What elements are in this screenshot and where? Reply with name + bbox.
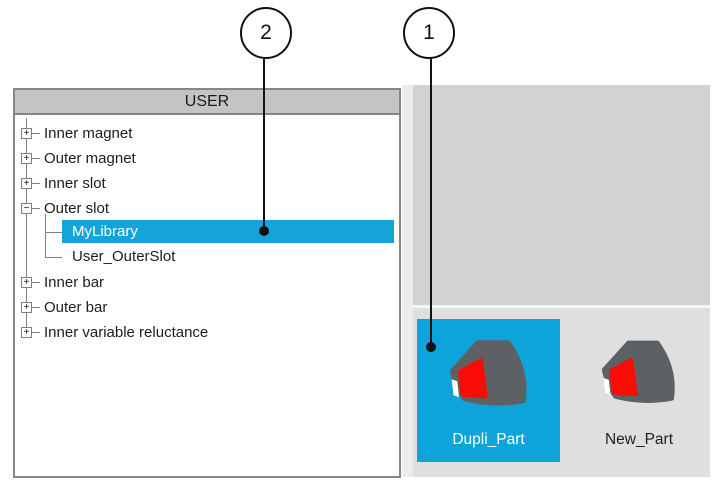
tree-item-label: Outer slot	[44, 199, 110, 217]
tree-dash	[32, 207, 40, 209]
parts-panel-divider	[413, 305, 710, 308]
library-tree: + Inner magnet + Outer magnet + Inner sl…	[15, 115, 399, 474]
expand-toggle-icon[interactable]: +	[21, 127, 32, 139]
tree-dash	[32, 331, 40, 333]
parts-panel-empty-area	[413, 85, 710, 305]
tree-item-label: Inner variable reluctance	[44, 323, 209, 341]
tree-child-line	[45, 214, 46, 258]
callout-2-dot	[259, 226, 269, 236]
callout-1-number: 1	[423, 21, 435, 44]
tree-branch-line	[45, 232, 62, 233]
library-panel: USER + Inner magnet + Outer magnet +	[13, 88, 401, 478]
collapse-toggle-icon[interactable]: −	[21, 202, 32, 214]
tree-item-outer-magnet[interactable]: + Outer magnet	[21, 146, 136, 170]
callout-2-line	[263, 59, 265, 231]
callout-1-dot	[426, 342, 436, 352]
callout-1-line	[430, 59, 432, 347]
tree-dash	[32, 182, 40, 184]
part-tile-new-part[interactable]: New_Part	[576, 319, 702, 462]
parts-panel-left-strip	[402, 85, 413, 477]
tree-item-inner-magnet[interactable]: + Inner magnet	[21, 121, 132, 145]
parts-panel-content: Dupli_Part New_Part	[413, 85, 710, 477]
part-tile-dupli-part[interactable]: Dupli_Part	[417, 319, 560, 462]
expand-toggle-icon[interactable]: +	[21, 152, 32, 164]
part-preview-icon	[599, 332, 679, 413]
tree-item-label: Outer bar	[44, 298, 108, 316]
tree-branch-line	[45, 257, 62, 258]
tree-item-outer-bar[interactable]: + Outer bar	[21, 295, 107, 319]
tree-dash	[32, 157, 40, 159]
expand-toggle-icon[interactable]: +	[21, 276, 32, 288]
tree-item-mylibrary-selected[interactable]: MyLibrary	[62, 220, 394, 243]
tree-item-outer-slot[interactable]: − Outer slot	[21, 196, 109, 220]
parts-panel: Dupli_Part New_Part	[402, 85, 710, 477]
tree-item-label: Inner magnet	[44, 124, 133, 142]
tree-item-label: MyLibrary	[72, 223, 138, 240]
expand-toggle-icon[interactable]: +	[21, 301, 32, 313]
tree-dash	[32, 306, 40, 308]
expand-toggle-icon[interactable]: +	[21, 177, 32, 189]
callout-1-circle: 1	[403, 7, 455, 59]
tree-item-label: Inner slot	[44, 174, 106, 192]
tree-item-label: User_OuterSlot	[72, 248, 176, 265]
tree-item-label: Outer magnet	[44, 149, 136, 167]
tree-trunk-line	[26, 118, 27, 332]
tree-item-label: Inner bar	[44, 273, 105, 291]
expand-toggle-icon[interactable]: +	[21, 326, 32, 338]
callout-2-circle: 2	[240, 7, 292, 59]
part-label: Dupli_Part	[452, 431, 525, 448]
tree-item-user-outerslot[interactable]: User_OuterSlot	[62, 245, 175, 268]
tree-dash	[32, 281, 40, 283]
tree-item-inner-bar[interactable]: + Inner bar	[21, 270, 104, 294]
panel-title: USER	[184, 92, 230, 110]
tree-dash	[32, 132, 40, 134]
tree-item-inner-variable-reluctance[interactable]: + Inner variable reluctance	[21, 320, 208, 344]
callout-2-number: 2	[260, 21, 272, 44]
parts-thumbnail-list: Dupli_Part New_Part	[413, 308, 710, 477]
part-preview-icon	[447, 332, 531, 415]
part-label: New_Part	[604, 431, 674, 448]
tree-item-inner-slot[interactable]: + Inner slot	[21, 171, 106, 195]
library-panel-header: USER	[15, 90, 399, 115]
